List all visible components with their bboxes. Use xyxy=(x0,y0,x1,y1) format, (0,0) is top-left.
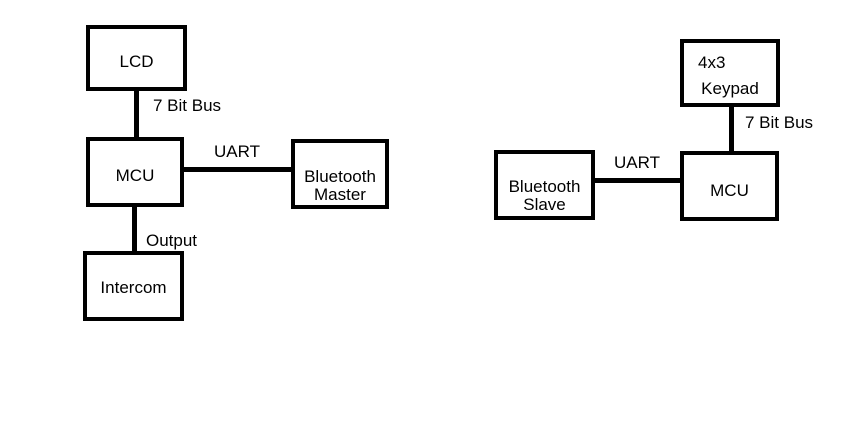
lcd-label: LCD xyxy=(119,52,154,71)
mcu-intercom-output-line xyxy=(132,205,137,253)
lcd-mcu-bus-line xyxy=(134,90,139,138)
keypad-mcu-bus-line xyxy=(729,104,734,152)
right-mcu-box: MCU xyxy=(680,151,779,221)
bluetooth-slave-mcu-uart-line xyxy=(593,178,683,183)
right-bus-label: 7 Bit Bus xyxy=(745,113,814,132)
keypad-box: 4x3 Keypad xyxy=(680,39,780,107)
bluetooth-master-label-line-2: Master xyxy=(314,185,366,204)
bluetooth-master-label-line-1: Bluetooth xyxy=(304,167,376,186)
left-uart-label: UART xyxy=(214,142,260,161)
lcd-box: LCD xyxy=(86,25,187,91)
keypad-label-line-2: Keypad xyxy=(701,79,759,98)
left-bus-label: 7 Bit Bus xyxy=(153,96,222,115)
right-uart-label: UART xyxy=(614,153,660,172)
bluetooth-slave-label-line-2: Slave xyxy=(523,195,566,214)
intercom-label: Intercom xyxy=(100,278,167,297)
mcu-bluetooth-master-uart-line xyxy=(183,167,293,172)
left-mcu-label: MCU xyxy=(115,166,155,185)
bluetooth-master-box: Bluetooth Master xyxy=(291,139,389,209)
intercom-box: Intercom xyxy=(83,251,184,321)
left-mcu-box: MCU xyxy=(86,137,184,207)
output-label: Output xyxy=(146,231,198,250)
bluetooth-slave-box: Bluetooth Slave xyxy=(494,150,595,220)
bluetooth-slave-label-line-1: Bluetooth xyxy=(508,177,581,196)
right-mcu-label: MCU xyxy=(710,181,749,200)
keypad-label-line-1: 4x3 xyxy=(698,53,726,72)
